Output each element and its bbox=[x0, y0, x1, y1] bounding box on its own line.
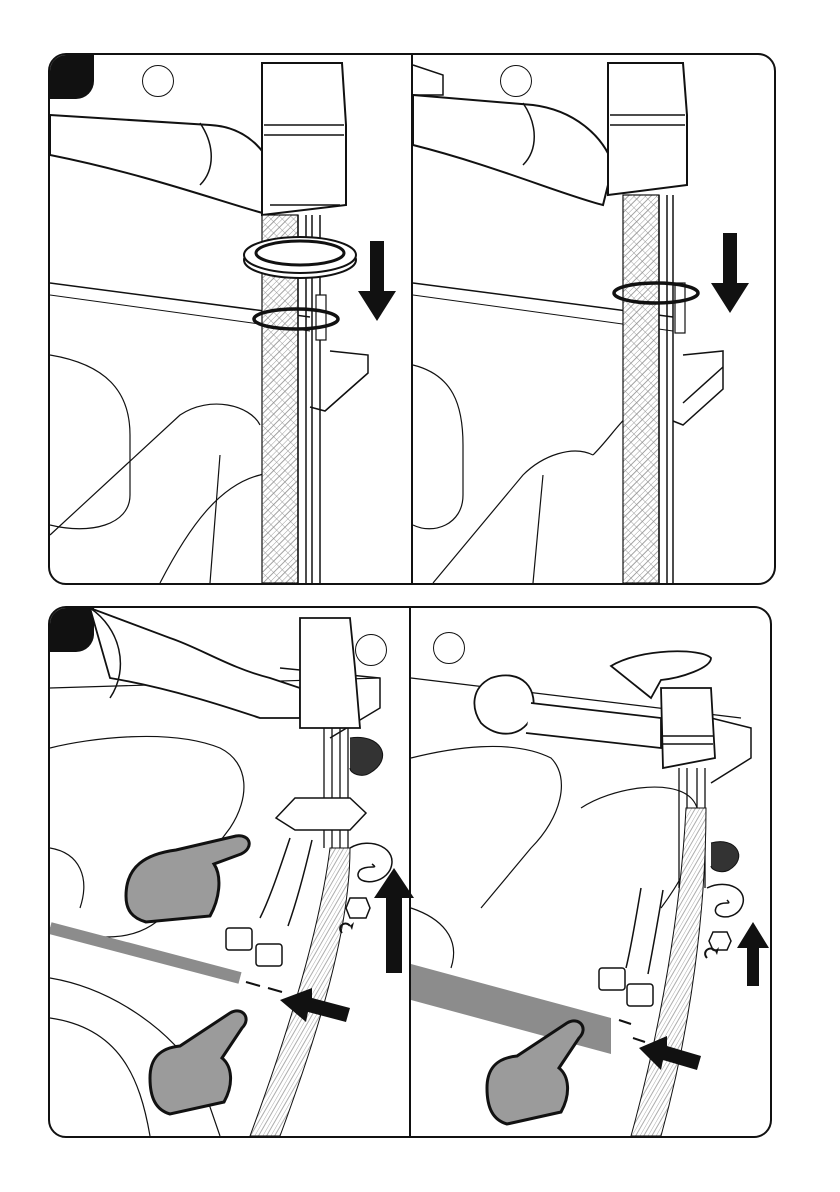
up-arrow bbox=[737, 922, 769, 986]
hose-connection-illustration bbox=[50, 608, 770, 1136]
panel-b-art bbox=[413, 63, 749, 583]
pointing-hand-icon bbox=[126, 836, 249, 922]
faucet-removal-illustration bbox=[50, 55, 774, 583]
step-panel-bottom bbox=[48, 606, 772, 1138]
pointing-hand-icon bbox=[150, 1011, 246, 1114]
down-arrow bbox=[711, 233, 749, 313]
rotate-icon bbox=[705, 949, 715, 958]
up-arrow bbox=[374, 868, 414, 973]
panel-c-art bbox=[50, 608, 414, 1136]
pointing-hand-icon bbox=[487, 1021, 583, 1124]
panel-a-art bbox=[50, 63, 396, 583]
step-panel-top bbox=[48, 53, 776, 585]
panel-d-art bbox=[411, 651, 769, 1136]
down-arrow bbox=[358, 241, 396, 321]
